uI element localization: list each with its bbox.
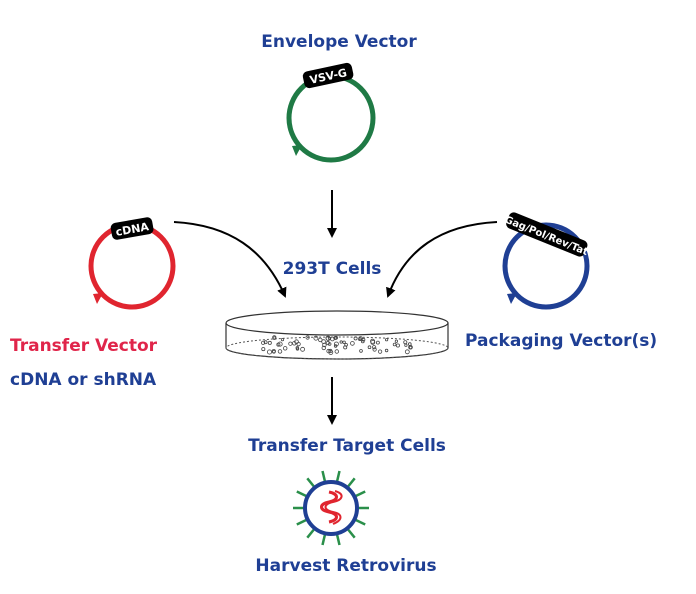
cell-dot (333, 341, 339, 347)
virus-spike (335, 534, 341, 546)
cell-dot (325, 335, 331, 341)
cell-dot (322, 342, 327, 348)
packaging-plasmid: Gag/Pol/Rev/Tat (502, 212, 590, 310)
cell-dot (392, 342, 397, 347)
cell-dot (343, 345, 348, 350)
cell-dot (326, 348, 331, 354)
cell-dot (321, 345, 326, 351)
cell-dot (395, 343, 400, 348)
virus-spike (296, 490, 308, 498)
cell-dot (267, 340, 272, 345)
transfer-plasmid: cDNA (88, 217, 176, 310)
petri-dish (225, 310, 449, 360)
cell-dot (404, 349, 410, 355)
cell-dot (372, 347, 377, 352)
cell-dot (305, 335, 310, 340)
virus-spike (321, 470, 327, 482)
virus-spike (346, 477, 356, 488)
cell-dot (295, 347, 300, 351)
cell-dot (300, 346, 306, 352)
cell-dot (384, 348, 389, 353)
virus-spike (306, 528, 316, 539)
transfer-plasmid-arrow-icon (93, 293, 103, 304)
virus-spike (296, 518, 308, 526)
cell-dot (334, 349, 339, 354)
cell-dot (370, 339, 376, 345)
cell-dot (367, 345, 372, 350)
transfer-plasmid-tag: cDNA (115, 220, 151, 239)
cell-dot (288, 341, 293, 346)
cell-dot (371, 345, 377, 350)
cell-dot (272, 336, 277, 340)
cell-dot (325, 340, 330, 346)
cell-dot (266, 349, 272, 355)
harvest-retrovirus-label: Harvest Retrovirus (255, 556, 437, 576)
cell-dot (283, 346, 288, 351)
cell-dot (375, 340, 380, 345)
cell-dot (313, 335, 319, 341)
cell-dot (272, 349, 276, 354)
cell-dot (360, 339, 365, 344)
retrovirus-icon (293, 470, 369, 546)
packaging-plasmid-arrow-icon (507, 293, 517, 304)
cell-dot (358, 337, 362, 342)
arrow-packaging-to-cells (386, 221, 498, 298)
cell-dot (353, 336, 358, 341)
cell-dots (260, 335, 413, 355)
cell-dot (277, 341, 283, 347)
cell-dot (339, 340, 343, 344)
virus-spike (306, 477, 316, 488)
cell-dot (394, 339, 398, 343)
transfer-target-cells-label: Transfer Target Cells (248, 436, 446, 456)
virus-spike (346, 528, 356, 539)
cdna-or-shrna-label: cDNA or shRNA (10, 370, 157, 390)
cell-dot (342, 340, 346, 344)
envelope-vector-label: Envelope Vector (261, 32, 417, 52)
cell-dot (350, 341, 355, 346)
cell-dot (261, 347, 266, 352)
cell-dot (333, 336, 338, 340)
cell-dot (377, 349, 383, 354)
virus-spike (354, 518, 366, 526)
arrow-transfer-to-cells (173, 221, 287, 298)
envelope-plasmid-arrow-icon (292, 145, 302, 156)
cell-dot (263, 340, 268, 345)
cell-dot (280, 337, 285, 342)
virus-spike (335, 470, 341, 482)
cell-dot (260, 340, 266, 345)
cell-dot (294, 339, 299, 345)
cell-dot (384, 338, 389, 342)
packaging-vectors-label: Packaging Vector(s) (465, 331, 658, 351)
cell-dot (359, 349, 363, 353)
virus-spike (354, 490, 366, 498)
cell-dot (361, 337, 366, 342)
cell-dot (404, 343, 408, 347)
cell-dot (408, 345, 413, 350)
cell-dot (276, 342, 281, 347)
cell-dot (318, 337, 323, 343)
transfer-vector-label: Transfer Vector (10, 336, 158, 356)
cell-dot (277, 349, 283, 354)
envelope-plasmid: VSV-G (286, 62, 376, 163)
293t-cells-label: 293T Cells (282, 259, 382, 279)
virus-spike (321, 534, 327, 546)
